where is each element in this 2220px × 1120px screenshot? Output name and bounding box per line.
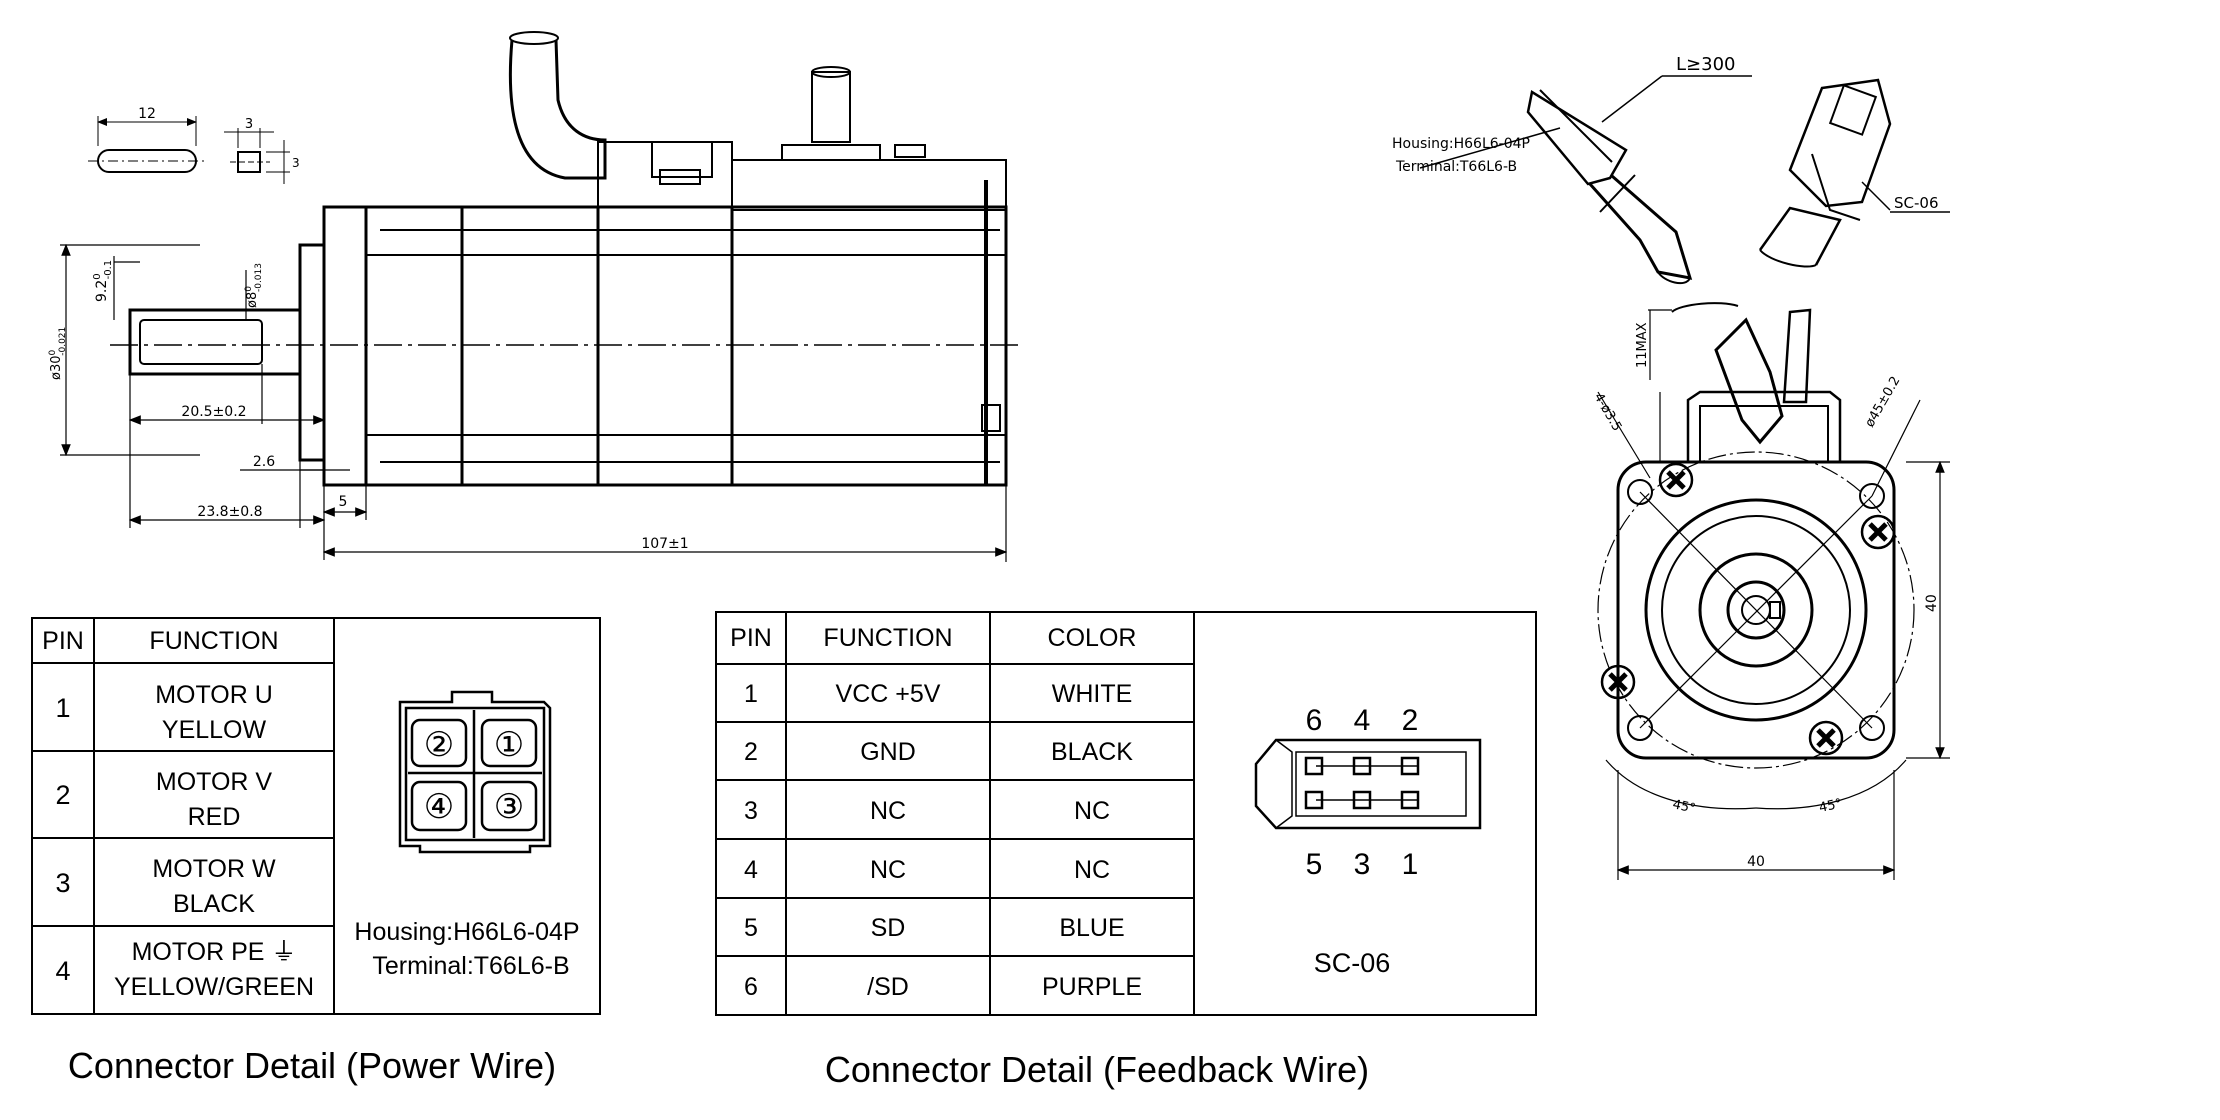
key-width-dim: 3 <box>245 117 253 132</box>
encoder-cable <box>781 66 926 160</box>
cable-terminal-label: Terminal:T66L6-B <box>1395 159 1517 175</box>
power-pin-4-glyph: ④ <box>424 787 454 827</box>
shaft-key <box>139 319 263 365</box>
power-pin-3-glyph: ③ <box>494 787 524 827</box>
cable-ends <box>1419 75 1950 285</box>
motor-side-view: 12 3 3 <box>48 31 1020 562</box>
feedback-row-3-color: NC <box>1074 797 1110 825</box>
key-step-dim: 9.20-0.1 <box>92 260 114 302</box>
key-length-dim: 12 <box>138 106 156 122</box>
feedback-row-1-pin: 1 <box>744 680 758 708</box>
feedback-pin-2-label: 2 <box>1402 704 1419 737</box>
pilot-dia-dim: ø300-0.021 <box>48 327 68 380</box>
feedback-row-6-pin: 6 <box>744 973 758 1001</box>
body-length-dim: 107±1 <box>641 536 688 552</box>
shaft-length-dim: 23.8±0.8 <box>197 504 262 520</box>
front-flange <box>1616 460 1896 760</box>
angle-right-dim: 45° <box>1818 796 1844 815</box>
feedback-row-3-pin: 3 <box>744 797 758 825</box>
feedback-row-5-color: BLUE <box>1059 914 1124 942</box>
key-offset-dim: 20.5±0.2 <box>181 404 246 420</box>
power-row-4-color: YELLOW/GREEN <box>114 973 314 1001</box>
feedback-row-1-function: VCC +5V <box>836 680 941 708</box>
feedback-row-4-pin: 4 <box>744 856 758 884</box>
flange-pilot <box>298 243 326 462</box>
feedback-row-2-color: BLACK <box>1051 738 1133 766</box>
feedback-pin-6-label: 6 <box>1306 704 1323 737</box>
motor-front-view: 11MAX 4-ø3.5 ø45±0.2 40 40 45° 45° <box>1591 302 1950 880</box>
feedback-pin-4-label: 4 <box>1354 704 1371 737</box>
power-row-3-pin: 3 <box>55 868 70 898</box>
power-row-1-function: MOTOR U <box>155 681 273 709</box>
feedback-header-function: FUNCTION <box>823 624 952 652</box>
feedback-connector-face <box>1254 738 1482 830</box>
power-pin-1-glyph: ① <box>494 725 524 765</box>
power-row-1-color: YELLOW <box>162 716 267 744</box>
angle-left-dim: 45° <box>1671 797 1697 816</box>
hole-spec-dim: 4-ø3.5 <box>1591 391 1625 435</box>
flange-width-dim: 40 <box>1747 854 1765 870</box>
feedback-connector-table: PIN FUNCTION COLOR 1 VCC +5V WHITE 2 GND… <box>715 611 1537 1016</box>
mount-hole-br <box>1859 715 1885 741</box>
power-terminal-label: Terminal:T66L6-B <box>372 952 569 980</box>
feedback-header-pin: PIN <box>730 624 772 652</box>
power-table-caption: Connector Detail (Power Wire) <box>68 1045 556 1086</box>
power-row-3-function: MOTOR W <box>152 855 276 883</box>
feedback-pin-1-label: 1 <box>1402 848 1419 881</box>
feedback-row-4-color: NC <box>1074 856 1110 884</box>
bolt-circle-dim: ø45±0.2 <box>1862 374 1903 430</box>
feedback-row-5-function: SD <box>871 914 906 942</box>
cable-height-dim: 11MAX <box>1635 322 1650 368</box>
power-header-pin: PIN <box>42 627 84 655</box>
mount-hole-bl <box>1627 715 1653 741</box>
power-row-2-function: MOTOR V <box>156 768 273 796</box>
feedback-pin-5-label: 5 <box>1306 848 1323 881</box>
bolt-heads <box>1600 462 1896 756</box>
cable-length-label: L≥300 <box>1676 54 1735 75</box>
power-row-4-function: MOTOR PE ⏚ <box>132 938 297 966</box>
feedback-table-caption: Connector Detail (Feedback Wire) <box>825 1049 1369 1090</box>
feedback-row-6-function: /SD <box>867 973 909 1001</box>
power-connector-table: PIN FUNCTION 1 MOTOR U YELLOW 2 MOTOR V … <box>31 617 601 1015</box>
power-header-function: FUNCTION <box>149 627 278 655</box>
power-row-1-pin: 1 <box>55 693 70 723</box>
mount-hole-tl <box>1627 479 1653 505</box>
feedback-row-2-function: GND <box>860 738 916 766</box>
power-row-2-color: RED <box>188 803 241 831</box>
key-detail <box>88 116 290 184</box>
cable-housing-label: Housing:H66L6-04P <box>1392 136 1530 152</box>
feedback-row-4-function: NC <box>870 856 906 884</box>
power-row-4-pin: 4 <box>55 956 70 986</box>
feedback-row-6-color: PURPLE <box>1042 973 1142 1001</box>
power-row-2-pin: 2 <box>55 780 70 810</box>
flange-thickness-dim: 2.6 <box>253 454 275 470</box>
mount-hole-tr <box>1859 483 1885 509</box>
motor-face <box>1644 498 1868 722</box>
feedback-connector-name: SC-06 <box>1314 948 1391 978</box>
feedback-row-1-color: WHITE <box>1052 680 1133 708</box>
flange <box>322 205 368 487</box>
feedback-header-color: COLOR <box>1048 624 1137 652</box>
feedback-row-2-pin: 2 <box>744 738 758 766</box>
flange-offset-dim: 5 <box>339 494 348 510</box>
shaft-end <box>1726 580 1786 640</box>
power-housing-label: Housing:H66L6-04P <box>354 918 579 946</box>
power-row-3-color: BLACK <box>173 890 255 918</box>
encoder-connector-label: SC-06 <box>1894 194 1939 212</box>
power-pin-2-glyph: ② <box>424 725 454 765</box>
power-cable <box>508 31 733 208</box>
shaft-dia-dim: ø80-0.013 <box>244 263 264 308</box>
feedback-pin-3-label: 3 <box>1354 848 1371 881</box>
feedback-row-3-function: NC <box>870 797 906 825</box>
flange-height-dim: 40 <box>1924 594 1940 612</box>
feedback-row-5-pin: 5 <box>744 914 758 942</box>
key-height-dim: 3 <box>292 156 300 170</box>
power-connector-face <box>398 690 552 854</box>
